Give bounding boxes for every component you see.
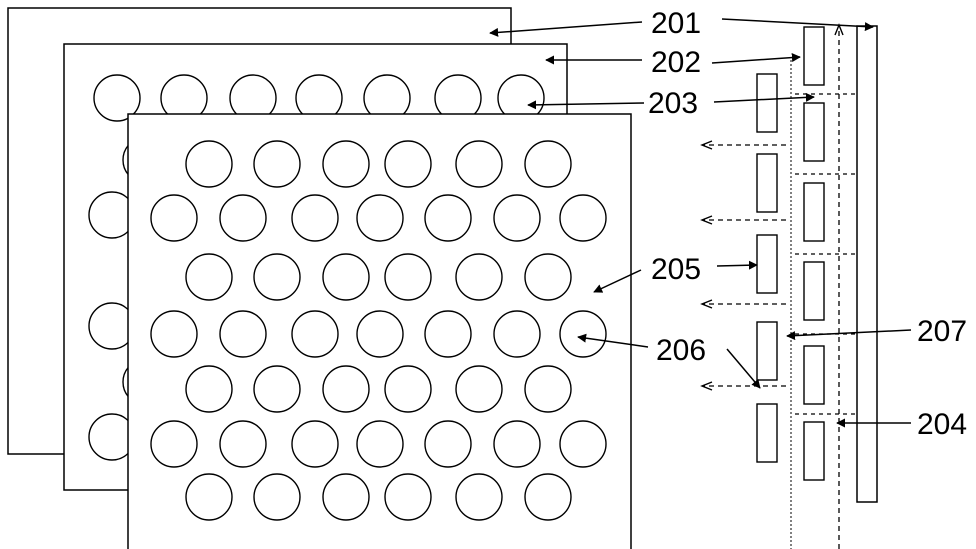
hole <box>424 420 472 468</box>
label-206: 206 <box>656 334 706 367</box>
hole <box>559 420 607 468</box>
leader-203b <box>713 92 815 103</box>
pad <box>756 234 778 294</box>
hole <box>356 310 404 358</box>
leader-206 <box>577 333 649 348</box>
front-layer-hole-array <box>127 113 632 549</box>
hole <box>524 140 572 188</box>
leader-205b <box>716 260 758 270</box>
leader-205 <box>593 269 642 293</box>
pad <box>803 345 825 405</box>
hole <box>185 365 233 413</box>
hole <box>185 253 233 301</box>
pad <box>803 102 825 162</box>
hole <box>455 253 503 301</box>
pad <box>803 261 825 321</box>
hole <box>253 473 301 521</box>
pad <box>803 421 825 481</box>
hole <box>493 310 541 358</box>
hole <box>524 253 572 301</box>
pad <box>803 182 825 242</box>
hole <box>322 473 370 521</box>
horizontal-dashes <box>795 93 857 415</box>
hole <box>356 420 404 468</box>
hole <box>424 310 472 358</box>
hole <box>322 140 370 188</box>
hole <box>291 194 339 242</box>
hole <box>93 74 141 122</box>
hole <box>384 365 432 413</box>
hole <box>384 140 432 188</box>
hole <box>291 310 339 358</box>
substrate-bar <box>856 25 878 503</box>
leader-203 <box>527 100 645 110</box>
label-203: 203 <box>648 87 698 120</box>
right-pad-column <box>803 26 825 481</box>
pad <box>756 73 778 133</box>
hole <box>384 253 432 301</box>
pad <box>756 403 778 463</box>
leader-201b <box>721 18 874 32</box>
hole <box>150 420 198 468</box>
hole <box>493 420 541 468</box>
hole <box>524 365 572 413</box>
pad <box>803 26 825 86</box>
leader-207 <box>786 329 912 341</box>
leader-206b <box>726 348 761 389</box>
label-201: 201 <box>651 7 701 40</box>
hole <box>322 365 370 413</box>
cross-section <box>700 23 878 549</box>
hole <box>185 140 233 188</box>
hole <box>559 194 607 242</box>
label-204: 204 <box>917 408 967 441</box>
hole <box>455 473 503 521</box>
hole <box>219 310 267 358</box>
leader-202b <box>711 53 801 64</box>
hole <box>559 310 607 358</box>
hole <box>322 253 370 301</box>
hole <box>150 310 198 358</box>
hole <box>524 473 572 521</box>
front-holes <box>150 140 607 521</box>
label-205: 205 <box>651 253 701 286</box>
hole <box>253 140 301 188</box>
label-202: 202 <box>651 46 701 79</box>
hole <box>219 420 267 468</box>
hole <box>291 420 339 468</box>
hole <box>253 365 301 413</box>
hole <box>455 365 503 413</box>
hole <box>253 253 301 301</box>
hole <box>455 140 503 188</box>
outgoing-dashed-arrows <box>700 140 786 391</box>
pad <box>756 321 778 381</box>
leader-201 <box>489 21 643 37</box>
hole <box>219 194 267 242</box>
hole <box>185 473 233 521</box>
left-pad-column <box>756 73 778 463</box>
hole <box>150 194 198 242</box>
hole <box>356 194 404 242</box>
hole <box>493 194 541 242</box>
label-207: 207 <box>917 315 967 348</box>
pad <box>756 153 778 213</box>
hole <box>384 473 432 521</box>
hole <box>424 194 472 242</box>
